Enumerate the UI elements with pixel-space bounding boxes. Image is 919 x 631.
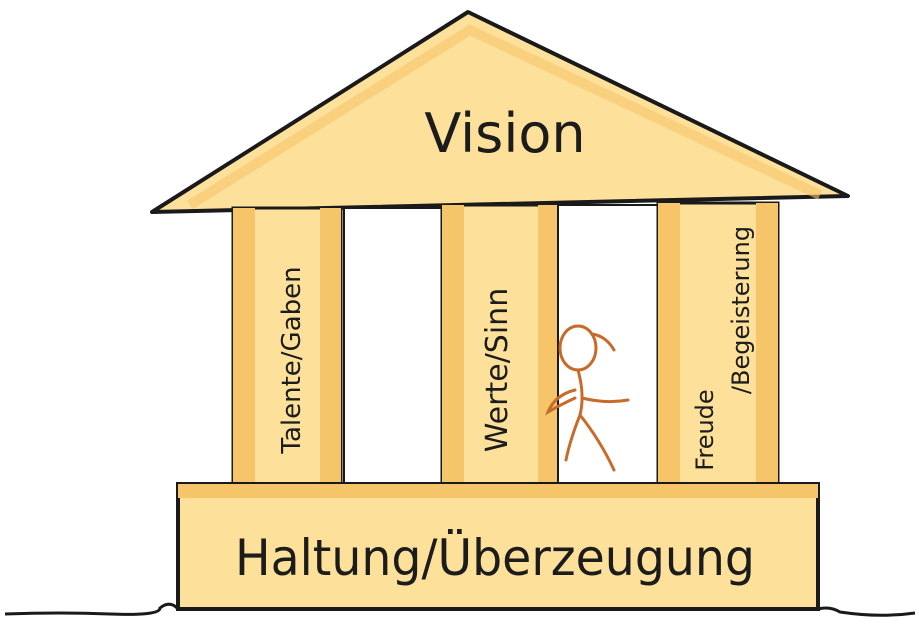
pillar-gap (343, 207, 443, 489)
base-label: Haltung/Überzeugung (235, 529, 755, 587)
pillar-werte: Werte/Sinn (440, 203, 560, 490)
pillar-gap (557, 204, 659, 489)
pillar-label-werte: Werte/Sinn (480, 288, 515, 452)
pillar-label-freude: Freude (691, 389, 719, 470)
pillar-freude: Freude /Begeisterung (656, 201, 780, 490)
pillar-label-talente: Talente/Gaben (277, 266, 307, 454)
base: Haltung/Überzeugung (176, 482, 820, 611)
ground-line (4, 602, 916, 617)
pillar-talente: Talente/Gaben (231, 206, 343, 490)
stick-figure-icon (544, 324, 630, 472)
pillar-label-begeisterung: /Begeisterung (727, 226, 755, 394)
roof-label: Vision (424, 102, 585, 165)
roof: Vision (150, 10, 850, 214)
